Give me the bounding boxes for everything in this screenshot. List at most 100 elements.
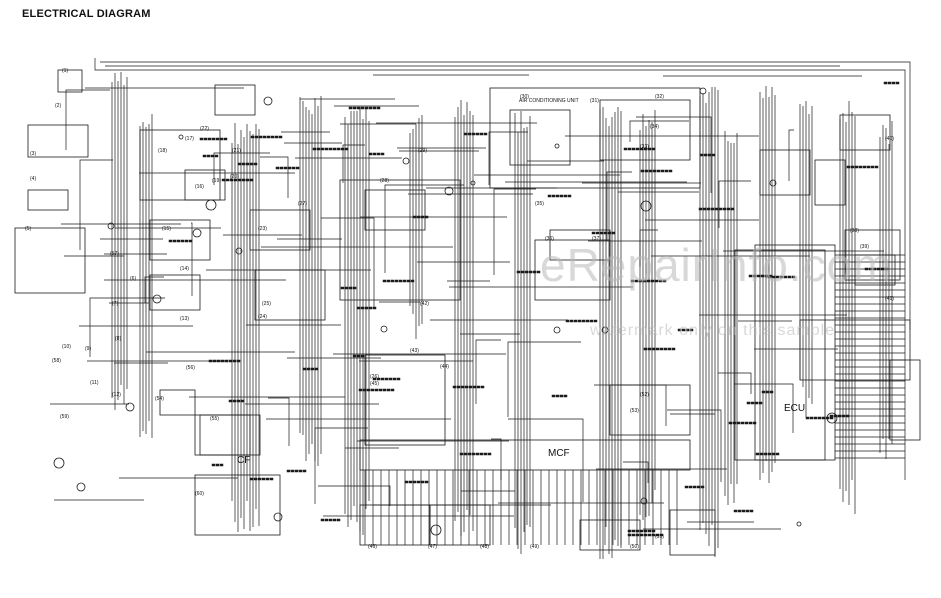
component-box	[27, 124, 89, 158]
component-number-label: (21)	[232, 148, 241, 154]
connector-pin	[547, 194, 552, 198]
component-number-label: (28)	[380, 178, 389, 184]
connector-pin	[845, 414, 850, 418]
connector-pin	[211, 463, 216, 467]
component-box	[184, 169, 226, 201]
wire	[788, 129, 794, 181]
wire	[493, 188, 536, 275]
connector-pin	[581, 319, 586, 323]
component-symbol	[263, 96, 273, 106]
connector-pin	[324, 518, 329, 522]
connector-pin	[591, 231, 596, 235]
component-box	[599, 99, 691, 161]
connector-pin	[219, 137, 224, 141]
connector-pin	[805, 416, 810, 420]
component-number-label: (6)	[130, 276, 136, 282]
connector-pin	[655, 347, 660, 351]
component-box	[844, 229, 901, 281]
connector-pin	[696, 485, 701, 489]
connector-pin	[654, 279, 659, 283]
component-box	[57, 69, 83, 93]
connector-pin	[370, 388, 375, 392]
connector-pin	[241, 162, 246, 166]
connector-pin	[651, 147, 656, 151]
connector-pin	[258, 135, 263, 139]
connector-pin	[761, 390, 766, 394]
connector-pin	[366, 388, 371, 392]
wire	[507, 341, 581, 417]
connector-pin	[703, 153, 708, 157]
connector-pin	[416, 215, 421, 219]
connector-pin	[639, 147, 644, 151]
connector-pin	[643, 347, 648, 351]
connector-pin	[471, 452, 476, 456]
connector-pin	[250, 135, 255, 139]
connector-pin	[384, 377, 389, 381]
connector-pin	[520, 270, 525, 274]
connector-pin	[737, 509, 742, 513]
connector-pin	[398, 279, 403, 283]
connector-pin	[559, 394, 564, 398]
connector-pin	[356, 354, 361, 358]
connector-pin	[336, 518, 341, 522]
connector-pin	[372, 306, 377, 310]
connector-pin	[650, 279, 655, 283]
component-number-label: (60)	[195, 491, 204, 497]
connector-pin	[463, 132, 468, 136]
connector-pin	[755, 452, 760, 456]
connector-pin	[332, 518, 337, 522]
connector-pin	[215, 463, 220, 467]
component-symbol	[640, 497, 648, 505]
cf-label: CF	[237, 455, 250, 466]
connector-pin	[671, 347, 676, 351]
connector-pin	[874, 165, 879, 169]
component-symbol	[430, 524, 442, 536]
connector-pin	[372, 106, 377, 110]
connector-pin	[821, 416, 826, 420]
component-box	[194, 474, 281, 536]
connector-pin	[180, 239, 185, 243]
connector-pin	[378, 388, 383, 392]
connector-pin	[332, 147, 337, 151]
component-number-label: (59)	[60, 414, 69, 420]
connector-pin	[368, 152, 373, 156]
connector-pin	[408, 480, 413, 484]
component-box	[489, 87, 701, 189]
component-number-label: (2)	[55, 103, 61, 109]
component-number-label: (50)	[630, 544, 639, 550]
connector-pin	[245, 162, 250, 166]
component-symbol	[205, 199, 217, 211]
connector-pin	[172, 239, 177, 243]
connector-pin	[754, 401, 759, 405]
component-symbol	[380, 325, 388, 333]
connector-pin	[664, 169, 669, 173]
connector-pin	[232, 359, 237, 363]
connector-pin	[360, 354, 365, 358]
connector-pin	[516, 270, 521, 274]
connector-pin	[207, 137, 212, 141]
connector-pin	[257, 477, 262, 481]
component-number-label: (14)	[180, 266, 189, 272]
component-number-label: (27)	[298, 201, 307, 207]
component-box	[254, 269, 326, 321]
connector-pin	[668, 169, 673, 173]
component-box	[149, 219, 211, 261]
component-symbol	[699, 87, 707, 95]
connector-pin	[677, 328, 682, 332]
component-number-label: (23)	[258, 226, 267, 232]
connector-pin	[352, 106, 357, 110]
connector-pin	[224, 359, 229, 363]
connector-pin	[368, 106, 373, 110]
connector-pin	[275, 166, 280, 170]
connector-pin	[392, 377, 397, 381]
connector-pin	[214, 154, 219, 158]
component-number-label: (46)	[368, 544, 377, 550]
connector-pin	[769, 390, 774, 394]
connector-pin	[344, 286, 349, 290]
connector-pin	[364, 106, 369, 110]
connector-pin	[745, 509, 750, 513]
connector-pin	[635, 147, 640, 151]
connector-pin	[295, 166, 300, 170]
connector-pin	[374, 388, 379, 392]
